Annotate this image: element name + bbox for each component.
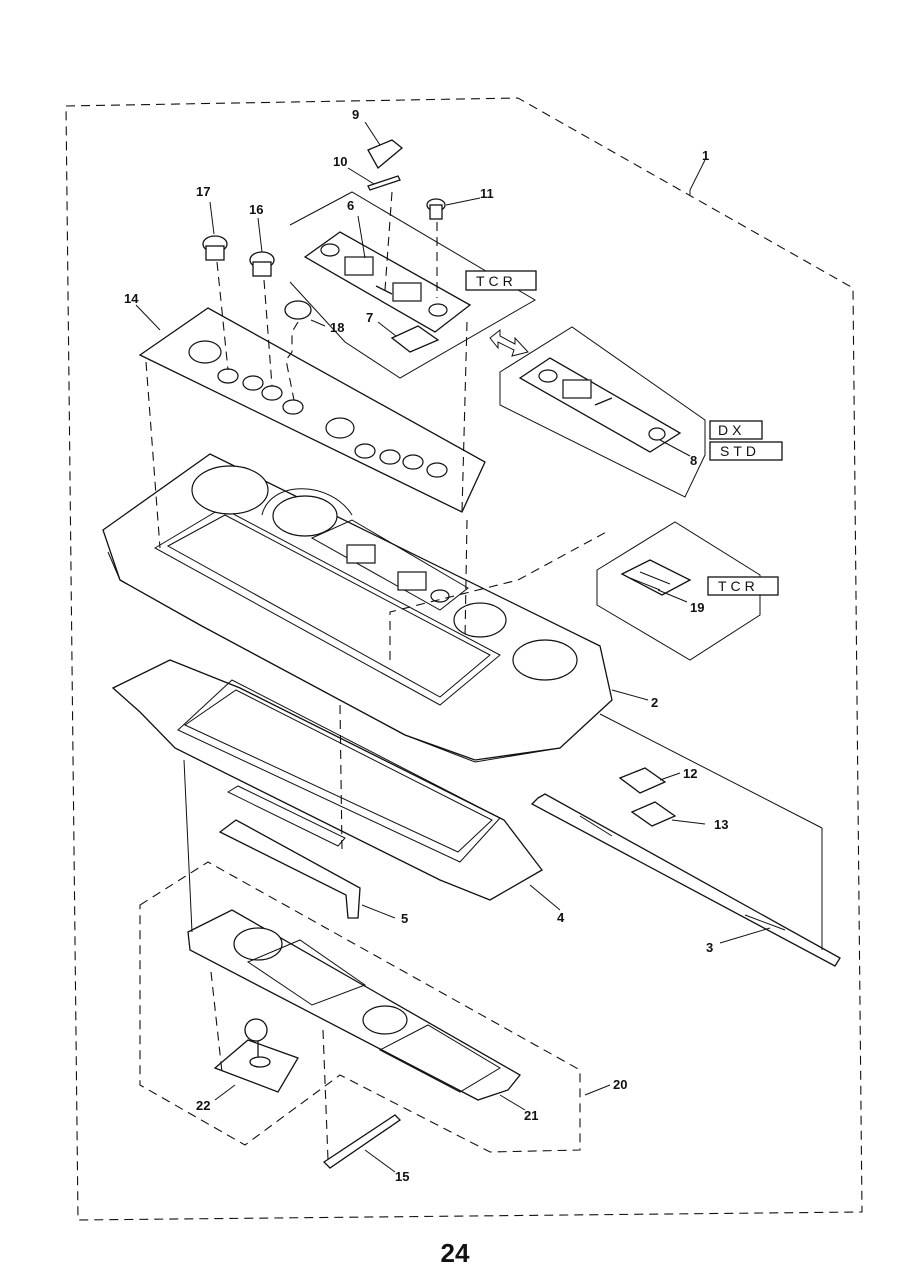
callout-3: 3 xyxy=(706,940,713,955)
callout-6: 6 xyxy=(347,198,354,213)
bracket-strip xyxy=(367,175,401,191)
page-number: 24 xyxy=(440,1238,470,1268)
callout-22: 22 xyxy=(196,1098,210,1113)
callout-20: 20 xyxy=(613,1077,627,1092)
tag-tcr-top-box xyxy=(465,270,537,291)
joystick-base-plate xyxy=(187,909,521,1101)
callout-4: 4 xyxy=(557,910,565,925)
tag-std: STD xyxy=(720,443,760,459)
tag-tcr-top: TCR xyxy=(476,273,517,289)
tag-dx-box xyxy=(709,420,763,440)
callout-labels: 1 2 3 4 5 6 7 8 9 10 11 12 13 14 15 16 1… xyxy=(124,107,728,1184)
leader-lines xyxy=(135,121,771,1173)
callout-21: 21 xyxy=(524,1108,538,1123)
callout-13: 13 xyxy=(714,817,728,832)
callout-8: 8 xyxy=(690,453,697,468)
tag-tcr-right-box xyxy=(707,576,779,596)
callout-2: 2 xyxy=(651,695,658,710)
pad-13 xyxy=(630,801,677,827)
dx-std-plate xyxy=(518,357,682,453)
callout-19: 19 xyxy=(690,600,704,615)
tcr-plate-group-outline xyxy=(289,191,536,379)
dome-button-18 xyxy=(284,300,312,401)
callout-7: 7 xyxy=(366,310,373,325)
assembly-boundary xyxy=(65,97,863,1221)
tag-tcr-right: TCR xyxy=(718,578,759,594)
control-panel-plate xyxy=(138,307,486,513)
mount-bracket xyxy=(111,659,543,901)
board-group-outline xyxy=(596,521,761,661)
callout-9: 9 xyxy=(352,107,359,122)
push-button-11 xyxy=(426,198,446,298)
rail-bar xyxy=(530,793,841,967)
tcr-plate xyxy=(303,231,472,333)
callout-12: 12 xyxy=(683,766,697,781)
callout-10: 10 xyxy=(333,154,347,169)
callout-1: 1 xyxy=(702,148,709,163)
circuit-board xyxy=(620,559,692,596)
push-button-16 xyxy=(249,251,275,387)
callout-16: 16 xyxy=(249,202,263,217)
pad-12 xyxy=(618,767,667,794)
variant-tags: TCR DX STD TCR xyxy=(465,270,783,596)
callout-17: 17 xyxy=(196,184,210,199)
dx-std-plate-group-outline xyxy=(499,326,706,498)
callout-14: 14 xyxy=(124,291,139,306)
callout-15: 15 xyxy=(395,1169,409,1184)
joystick-group-outline xyxy=(139,861,581,1153)
push-button-17 xyxy=(202,235,229,371)
callout-5: 5 xyxy=(401,911,408,926)
support-strip xyxy=(322,1114,402,1169)
plate-window xyxy=(390,325,440,353)
control-panel-housing xyxy=(102,453,613,763)
callout-11: 11 xyxy=(480,186,494,201)
tag-dx: DX xyxy=(718,422,745,438)
cap-part xyxy=(367,139,404,170)
conversion-arrow xyxy=(489,328,529,357)
tag-std-box xyxy=(709,441,783,461)
small-bracket xyxy=(218,785,361,919)
joystick xyxy=(213,1018,299,1093)
callout-18: 18 xyxy=(330,320,344,335)
